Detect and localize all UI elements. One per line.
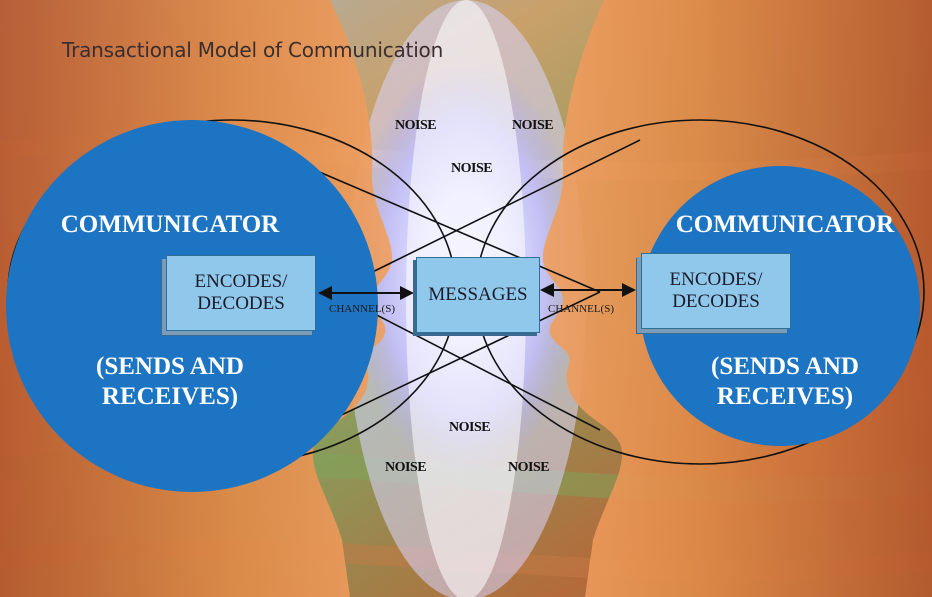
noise-label-bottom-right: NOISE bbox=[508, 460, 550, 475]
right-communicator-role: (SENDS AND RECEIVES) bbox=[680, 352, 890, 412]
messages-box: MESSAGES bbox=[416, 257, 540, 333]
noise-label-bottom-center: NOISE bbox=[449, 420, 491, 435]
messages-label: MESSAGES bbox=[428, 284, 528, 305]
noise-label-bottom-left: NOISE bbox=[385, 460, 427, 475]
left-role-line1: (SENDS AND bbox=[96, 353, 244, 380]
cross-line-1 bbox=[309, 167, 601, 293]
diagram-title: Transactional Model of Communication bbox=[62, 38, 444, 62]
left-communicator-role: (SENDS AND RECEIVES) bbox=[60, 352, 280, 412]
right-channel-label: CHANNEL(S) bbox=[548, 303, 614, 315]
cross-line-4 bbox=[309, 291, 601, 431]
right-communicator-heading: COMMUNICATOR bbox=[675, 211, 895, 238]
right-arrowhead-back bbox=[540, 283, 554, 297]
left-role-line2: RECEIVES) bbox=[101, 383, 239, 410]
left-communicator-heading: COMMUNICATOR bbox=[60, 211, 280, 238]
left-channel-label: CHANNEL(S) bbox=[329, 303, 395, 315]
noise-label-top-center: NOISE bbox=[451, 161, 493, 176]
right-box-line1: ENCODES/ bbox=[669, 269, 763, 290]
cross-line-2 bbox=[331, 139, 641, 293]
noise-label-top-right: NOISE bbox=[512, 118, 554, 133]
left-encodes-decodes-box: ENCODES/ DECODES bbox=[166, 255, 316, 331]
right-box-line2: DECODES bbox=[672, 291, 760, 312]
right-role-line2: RECEIVES) bbox=[716, 383, 854, 410]
right-role-line1: (SENDS AND bbox=[711, 353, 859, 380]
right-arrowhead-forward bbox=[622, 283, 636, 297]
left-arrowhead-forward bbox=[400, 286, 414, 300]
right-encodes-decodes-box: ENCODES/ DECODES bbox=[641, 253, 791, 329]
left-arrowhead-back bbox=[318, 286, 332, 300]
left-box-line2: DECODES bbox=[197, 293, 285, 314]
left-box-line1: ENCODES/ bbox=[194, 271, 288, 292]
noise-label-top-left: NOISE bbox=[395, 118, 437, 133]
